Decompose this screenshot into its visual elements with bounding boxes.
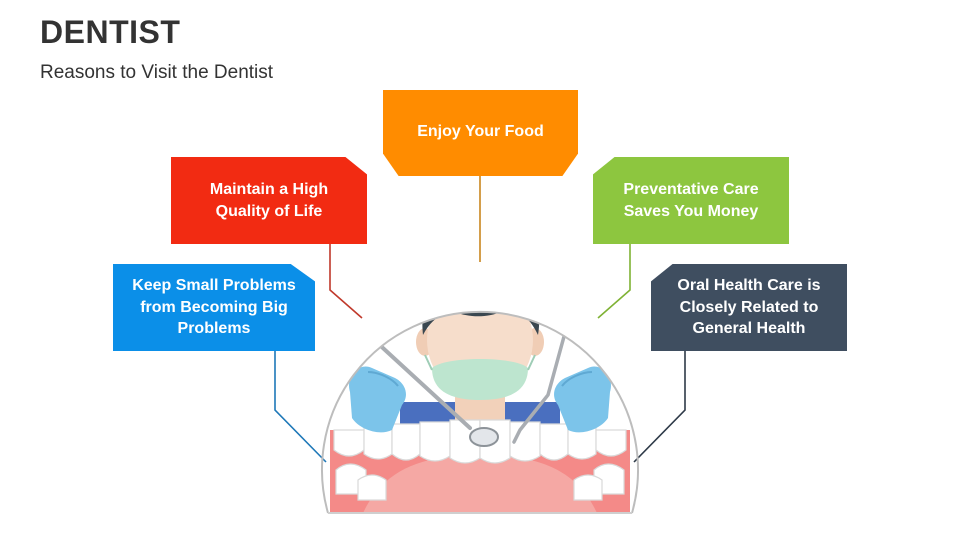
circle-frame — [321, 310, 639, 514]
connector-prevent — [597, 244, 631, 319]
face-mask-icon — [432, 359, 528, 400]
dental-probe-icon — [512, 311, 576, 444]
box-small-line1: Keep Small Problems — [132, 277, 296, 295]
box-oral-health: Oral Health Care is Closely Related to G… — [651, 264, 847, 351]
box-oral-line2: Closely Related to — [679, 298, 819, 316]
page-subtitle: Reasons to Visit the Dentist — [40, 62, 274, 83]
connector-oral — [633, 351, 686, 463]
tongue-shape — [360, 455, 600, 513]
box-enjoy-food: Enjoy Your Food — [383, 90, 578, 176]
box-quality-line1: Maintain a High — [209, 180, 329, 198]
dental-mirror-icon — [469, 427, 499, 447]
box-small-line3: Problems — [177, 320, 251, 338]
right-glove-icon — [554, 366, 611, 433]
box-small-line2: from Becoming Big — [140, 298, 288, 316]
box-oral-line3: General Health — [692, 320, 806, 338]
connector-small — [274, 351, 327, 463]
page-title: DENTIST — [40, 14, 181, 50]
box-enjoy-food-label: Enjoy Your Food — [417, 123, 544, 141]
left-glove-icon — [349, 366, 406, 433]
box-prevent-line2: Saves You Money — [623, 202, 759, 220]
connector-quality — [329, 244, 363, 319]
box-small-problems: Keep Small Problems from Becoming Big Pr… — [113, 264, 315, 351]
box-quality-line2: Quality of Life — [215, 202, 323, 220]
box-preventative-care: Preventative Care Saves You Money — [593, 157, 789, 244]
box-oral-line1: Oral Health Care is — [677, 277, 821, 295]
box-prevent-line1: Preventative Care — [623, 180, 759, 198]
box-quality-of-life: Maintain a High Quality of Life — [171, 157, 367, 244]
